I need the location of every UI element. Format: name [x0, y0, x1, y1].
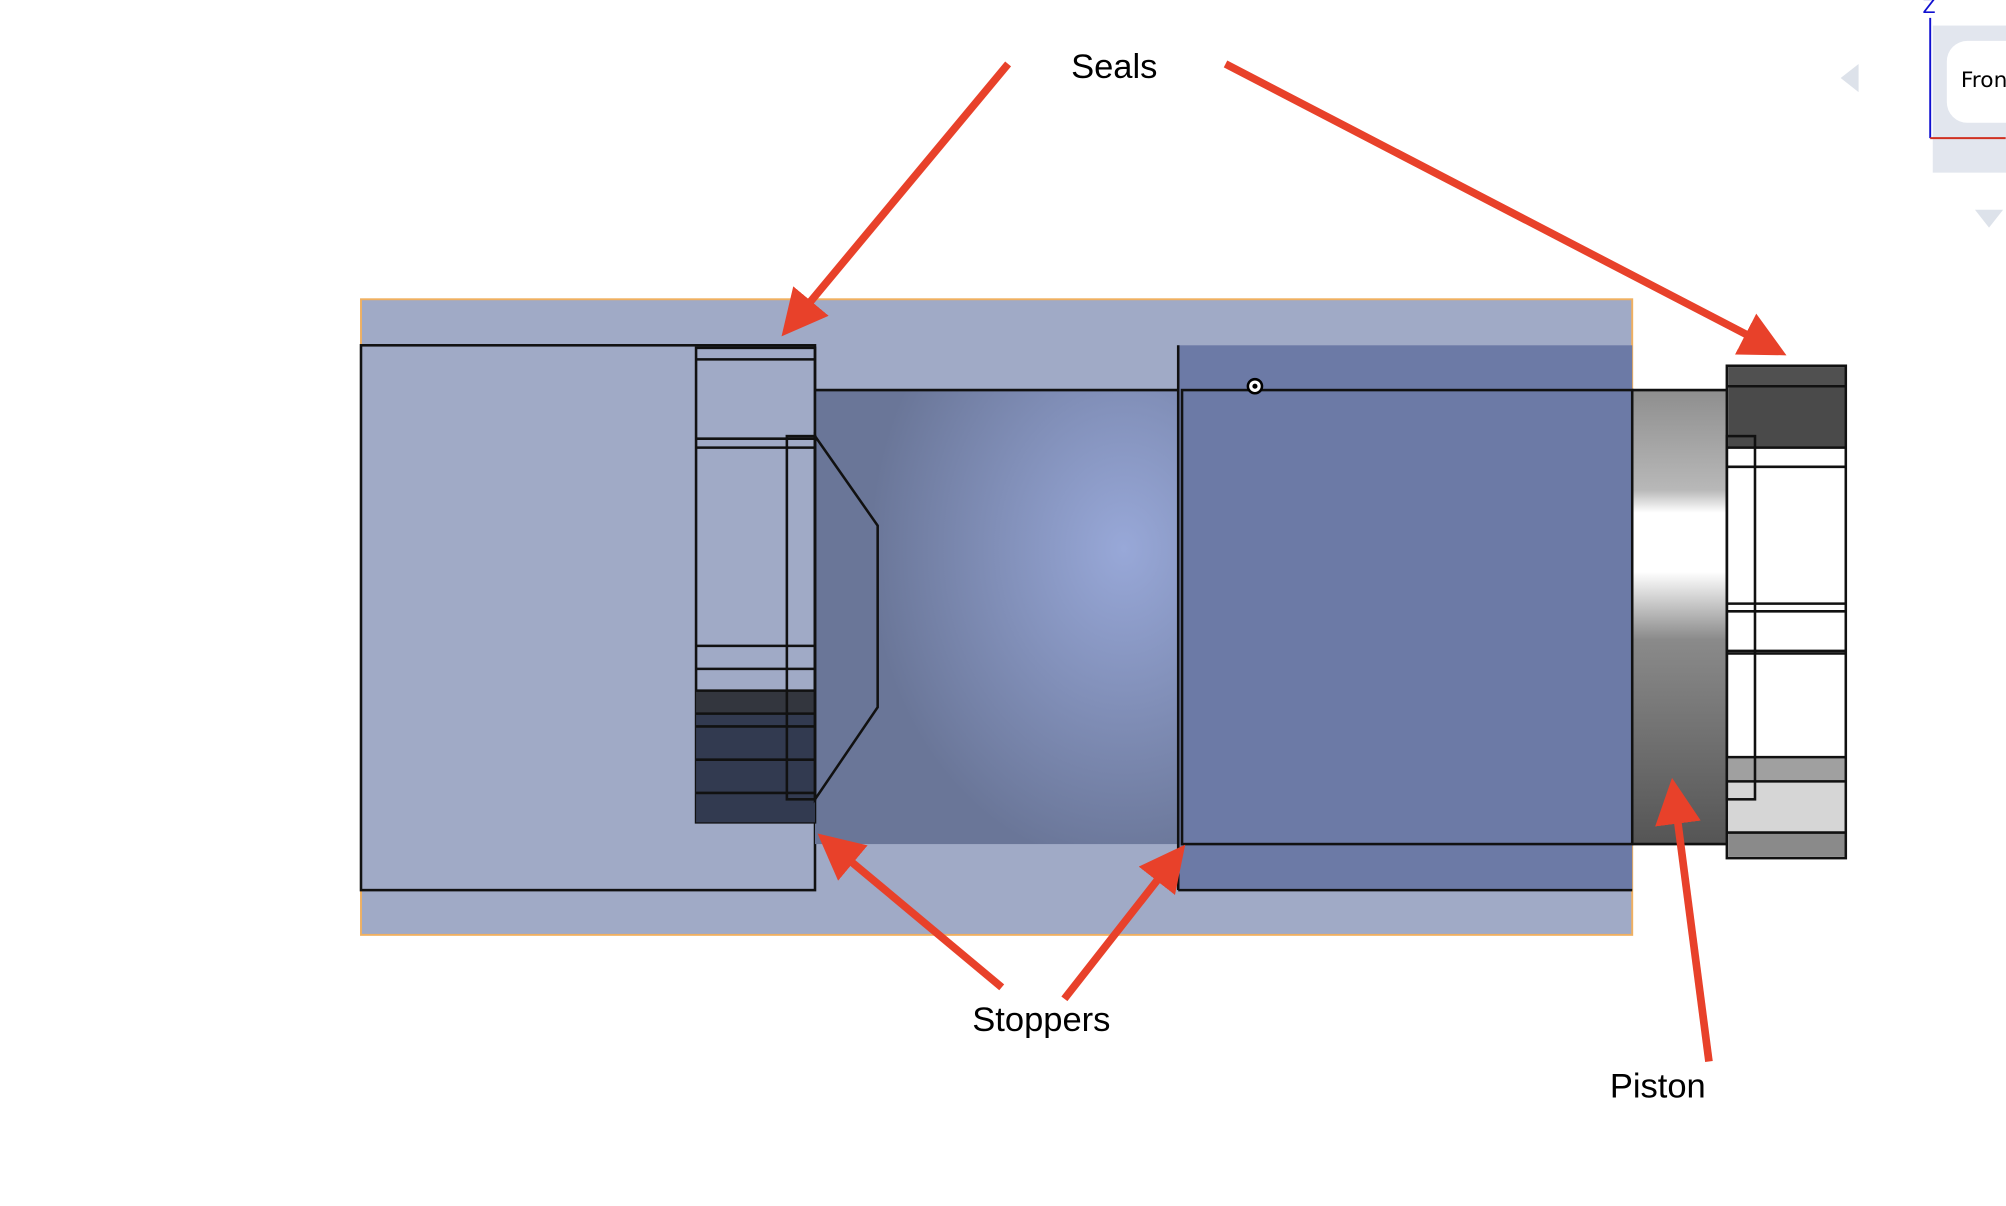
arrow-stopper-left	[817, 833, 1005, 991]
arrow-seal-right	[1223, 60, 1787, 356]
right-seal[interactable]	[1725, 364, 1848, 860]
arrow-stopper-right	[1061, 844, 1186, 1002]
view-cube[interactable]: Front Z	[1840, 0, 2006, 228]
left-seal[interactable]	[694, 346, 879, 824]
cylinder-assembly[interactable]	[359, 298, 1848, 936]
piston-rod[interactable]	[1633, 390, 1727, 845]
right-housing[interactable]	[1178, 345, 1633, 891]
label-piston: Piston	[1610, 1067, 1706, 1105]
label-stoppers: Stoppers	[972, 1001, 1110, 1039]
axis-z-label: Z	[1923, 0, 1936, 18]
view-cube-front-face[interactable]	[1946, 40, 2006, 123]
middle-tube[interactable]	[815, 390, 1179, 845]
view-cube-front-label: Front	[1961, 68, 2006, 93]
label-seals: Seals	[1071, 48, 1157, 86]
rotate-left-arrow-icon[interactable]	[1840, 63, 1859, 93]
annotation-arrows	[781, 60, 1787, 1062]
arrow-piston	[1655, 777, 1713, 1062]
piston-barrel[interactable]	[1180, 388, 1634, 846]
rotate-down-arrow-icon[interactable]	[1974, 209, 2004, 228]
arrow-seal-left	[781, 61, 1012, 337]
